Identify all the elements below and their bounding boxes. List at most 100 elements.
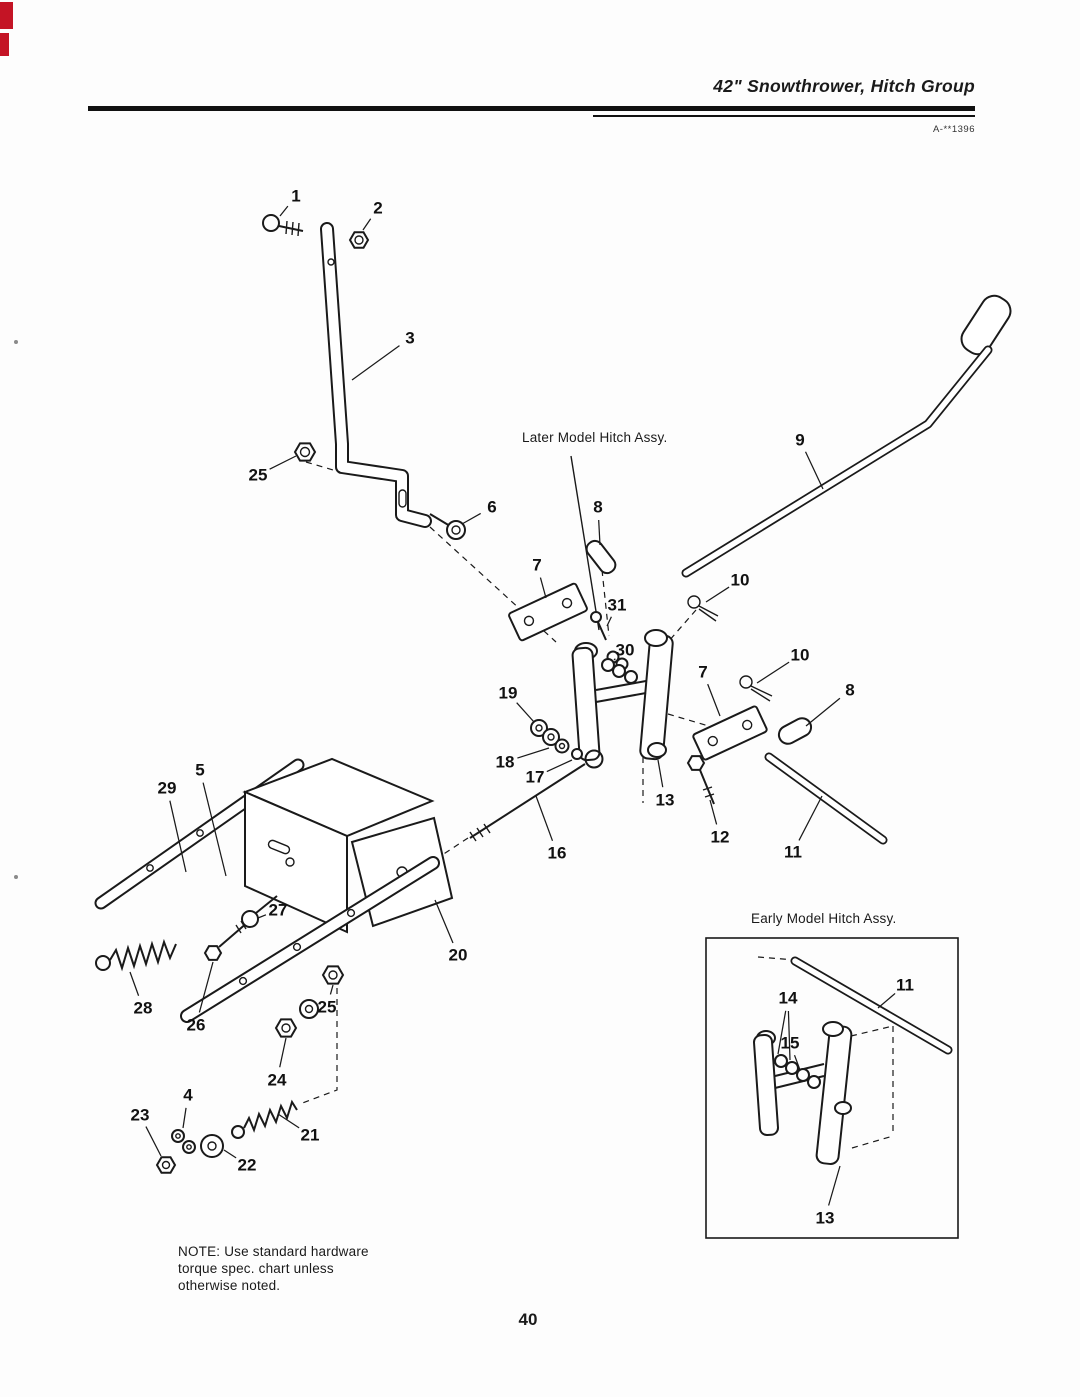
callout-5: 5 <box>195 761 204 780</box>
part-19-washers <box>530 719 560 746</box>
hardware-note: NOTE: Use standard hardware torque spec.… <box>178 1243 369 1294</box>
leader-line-16 <box>535 795 554 842</box>
callout-28: 28 <box>134 999 153 1018</box>
page-number: 40 <box>518 1310 538 1329</box>
leader-line-7 <box>539 577 547 599</box>
leader-line-15 <box>793 1054 801 1071</box>
later-model-leader <box>570 455 600 631</box>
callout-layer: 1232569873130101078191817131211162952720… <box>129 187 914 1228</box>
callout-6: 6 <box>487 498 496 517</box>
scan-artifact-red <box>0 33 9 56</box>
callout-15: 15 <box>781 1034 800 1053</box>
leader-line-4 <box>182 1107 187 1129</box>
callout-1: 1 <box>291 187 300 206</box>
leader-line-25 <box>329 984 334 995</box>
part-11-rod-later <box>764 752 888 845</box>
leader-line-5 <box>202 782 227 877</box>
callout-26: 26 <box>187 1016 206 1035</box>
leader-line-1 <box>279 205 289 217</box>
callout-4: 4 <box>183 1086 193 1105</box>
callout-24: 24 <box>268 1071 287 1090</box>
part-22-washer <box>200 1134 224 1158</box>
scan-speck <box>14 340 18 344</box>
header-rule-secondary <box>593 115 975 117</box>
callout-29: 29 <box>158 779 177 798</box>
leader-line-14 <box>787 1010 791 1061</box>
leader-line-23 <box>145 1126 162 1157</box>
leader-line-2 <box>362 218 372 231</box>
part-1-eyebolt <box>262 214 304 237</box>
part-25-nut-upper <box>293 442 341 473</box>
header-rule <box>88 106 975 111</box>
part-18-washer <box>554 738 570 754</box>
leader-line-13 <box>828 1165 841 1206</box>
leader-line-21 <box>277 1113 300 1129</box>
callout-31: 31 <box>608 596 627 615</box>
leader-line-12 <box>709 799 718 825</box>
part-4-washers <box>171 1129 196 1154</box>
leader-line-19 <box>516 702 535 723</box>
callout-2: 2 <box>373 199 382 218</box>
callout-11: 11 <box>896 976 914 995</box>
leader-line-8 <box>805 697 841 727</box>
part-2-nut <box>348 231 370 249</box>
leader-line-26 <box>198 961 214 1013</box>
part-7-plate-lower <box>692 705 768 761</box>
part-27-bolt <box>241 895 278 928</box>
part-13-hitch-links-later <box>571 629 674 762</box>
part-5-bracket <box>242 757 435 934</box>
part-12-bolt <box>686 755 715 805</box>
early-model-inset <box>705 937 959 1239</box>
callout-11: 11 <box>784 843 802 862</box>
callout-18: 18 <box>496 753 515 772</box>
part-10-cotter-pin-lower <box>739 675 773 702</box>
callout-10: 10 <box>731 571 750 590</box>
callout-13: 13 <box>816 1209 835 1228</box>
note-line: torque spec. chart unless <box>178 1261 334 1276</box>
callout-12: 12 <box>711 828 730 847</box>
callout-8: 8 <box>593 498 602 517</box>
part-3-lift-bracket <box>320 222 432 528</box>
leader-line-18 <box>517 747 550 759</box>
callout-7: 7 <box>532 556 541 575</box>
leader-line-14 <box>777 1010 787 1055</box>
callout-23: 23 <box>131 1106 150 1125</box>
part-20-bar <box>180 816 454 1023</box>
later-model-label: Later Model Hitch Assy. <box>522 430 668 445</box>
leader-line-22 <box>223 1149 237 1159</box>
leader-line-28 <box>129 971 140 996</box>
part-31-bolt <box>590 611 607 641</box>
callout-21: 21 <box>301 1126 320 1145</box>
leader-line-8 <box>598 519 601 546</box>
leader-line-10 <box>705 586 730 603</box>
callout-7: 7 <box>698 663 707 682</box>
leader-line-24 <box>279 1037 287 1068</box>
part-6-bolt <box>429 513 466 540</box>
callout-9: 9 <box>795 431 804 450</box>
leader-line-6 <box>461 512 481 525</box>
leader-line-30 <box>613 658 616 661</box>
part-23-nut <box>155 1156 177 1174</box>
part-26-bolt <box>203 920 249 961</box>
leader-line-17 <box>546 759 573 773</box>
callout-25: 25 <box>249 466 268 485</box>
leader-line-20 <box>434 899 454 944</box>
leader-line-9 <box>804 451 824 490</box>
part-25-nut-lower <box>321 965 345 985</box>
callout-8: 8 <box>845 681 854 700</box>
part-8-pin-upper <box>585 539 617 575</box>
doc-code: A-**1396 <box>932 124 975 135</box>
part-21-spring <box>231 1099 298 1139</box>
leader-line-31 <box>606 616 612 627</box>
leader-line-27 <box>257 914 267 919</box>
callout-17: 17 <box>526 768 545 787</box>
callout-16: 16 <box>548 844 567 863</box>
leader-line-11 <box>877 992 896 1009</box>
callout-25: 25 <box>318 998 337 1017</box>
part-16-rod <box>469 749 604 842</box>
part-28-spring <box>95 938 177 972</box>
leader-line-10 <box>756 661 790 684</box>
part-8-pin-lower <box>777 717 813 745</box>
callout-20: 20 <box>449 946 468 965</box>
